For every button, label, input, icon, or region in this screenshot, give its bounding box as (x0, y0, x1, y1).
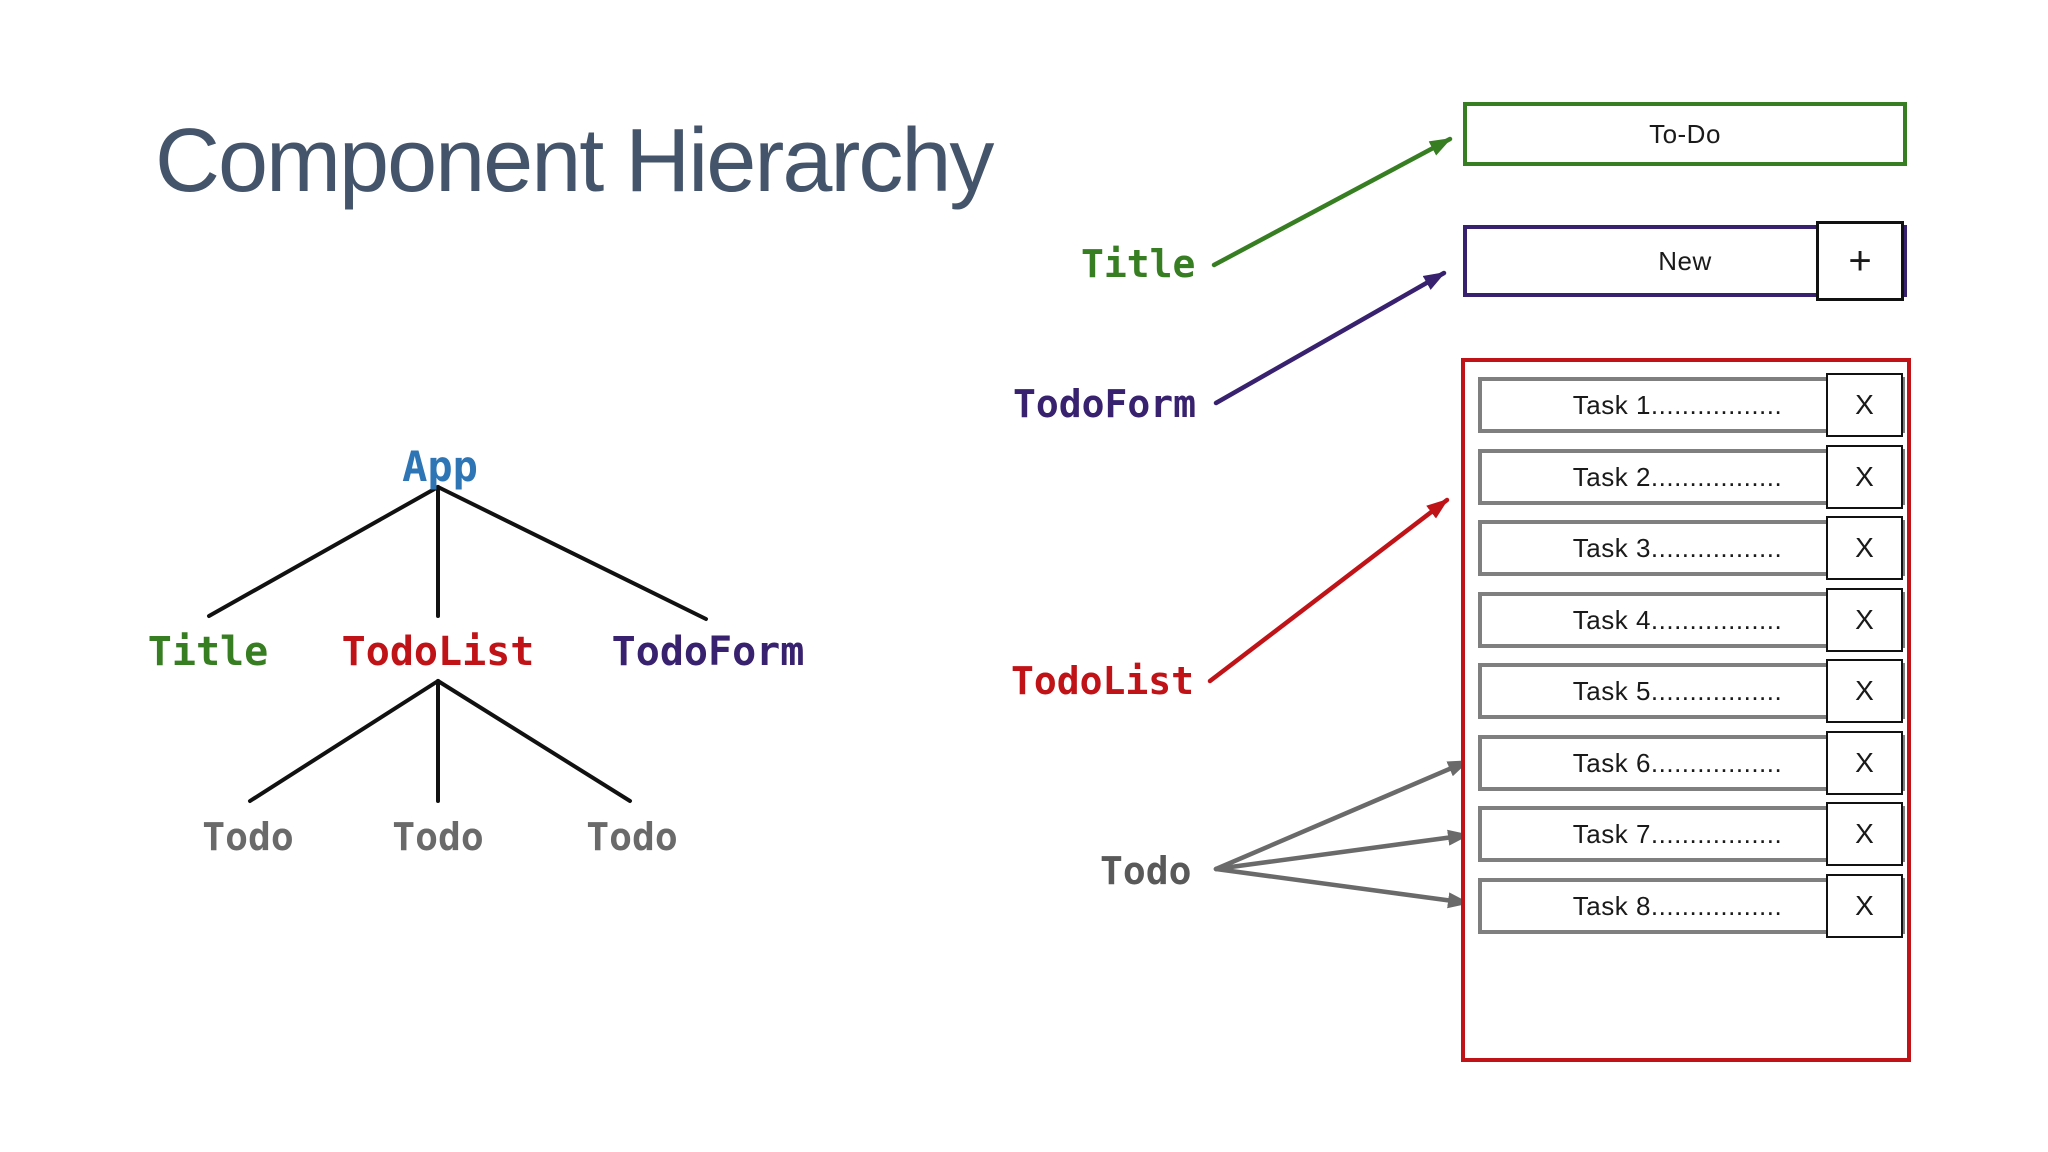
new-todo-input-label: New (1658, 245, 1712, 276)
tree-leaf-todo: Todo (586, 815, 678, 859)
task-label: Task 6................. (1572, 747, 1783, 778)
task-row: Task 3................. X (1478, 516, 1905, 580)
task-row: Task 2................. X (1478, 445, 1905, 509)
x-icon: X (1855, 461, 1874, 492)
tree-node-todolist: TodoList (341, 629, 535, 675)
callout-todo-label: Todo (1100, 849, 1192, 893)
x-icon: X (1855, 818, 1874, 849)
task-row: Task 8................. X (1478, 874, 1905, 938)
task-row: Task 4................. X (1478, 588, 1905, 652)
remove-task-button[interactable]: X (1826, 802, 1903, 866)
todoform-callout-arrow (1213, 270, 1447, 406)
tree-branch-todolist-todo1 (248, 679, 440, 803)
task-label: Task 7................. (1572, 818, 1783, 849)
remove-task-button[interactable]: X (1826, 588, 1903, 652)
slide-title: Component Hierarchy (155, 111, 994, 211)
remove-task-button[interactable]: X (1826, 659, 1903, 723)
tree-branch-todolist-todo3 (436, 679, 632, 803)
x-icon: X (1855, 604, 1874, 635)
tree-node-todoform: TodoForm (611, 629, 805, 675)
todo-app-header-label: To-Do (1649, 118, 1721, 149)
task-label: Task 5................. (1572, 675, 1783, 706)
todo-list-panel: Task 1................. X Task 2........… (1461, 358, 1911, 1062)
x-icon: X (1855, 532, 1874, 563)
todo-callout-arrow-3 (1213, 866, 1471, 909)
task-label: Task 3................. (1572, 532, 1783, 563)
tree-branch-app-todoform (436, 485, 708, 621)
todo-app-header: To-Do (1463, 102, 1907, 166)
x-icon: X (1855, 747, 1874, 778)
tree-leaf-todo: Todo (202, 815, 294, 859)
x-icon: X (1855, 675, 1874, 706)
task-label: Task 4................. (1572, 604, 1783, 635)
remove-task-button[interactable]: X (1826, 874, 1903, 938)
task-row: Task 6................. X (1478, 731, 1905, 795)
tree-node-app: App (402, 442, 478, 491)
remove-task-button[interactable]: X (1826, 516, 1903, 580)
tree-leaf-todo: Todo (392, 815, 484, 859)
task-label: Task 2................. (1572, 461, 1783, 492)
callout-title-label: Title (1081, 242, 1196, 286)
task-row: Task 5................. X (1478, 659, 1905, 723)
plus-icon: + (1848, 238, 1872, 283)
task-row: Task 1................. X (1478, 373, 1905, 437)
todo-callout-arrow-2 (1213, 829, 1471, 872)
callout-todolist-label: TodoList (1011, 659, 1195, 703)
task-label: Task 1................. (1572, 389, 1783, 420)
tree-node-title: Title (147, 629, 269, 675)
add-todo-button[interactable]: + (1816, 221, 1904, 301)
x-icon: X (1855, 890, 1874, 921)
todo-callout-arrow-1 (1213, 758, 1471, 872)
tree-branch-app-title (207, 485, 440, 618)
todolist-callout-arrow (1207, 497, 1450, 684)
callout-todoform-label: TodoForm (1013, 382, 1197, 426)
remove-task-button[interactable]: X (1826, 373, 1903, 437)
remove-task-button[interactable]: X (1826, 445, 1903, 509)
task-row: Task 7................. X (1478, 802, 1905, 866)
task-label: Task 8................. (1572, 890, 1783, 921)
x-icon: X (1855, 389, 1874, 420)
title-callout-arrow (1211, 136, 1453, 268)
remove-task-button[interactable]: X (1826, 731, 1903, 795)
